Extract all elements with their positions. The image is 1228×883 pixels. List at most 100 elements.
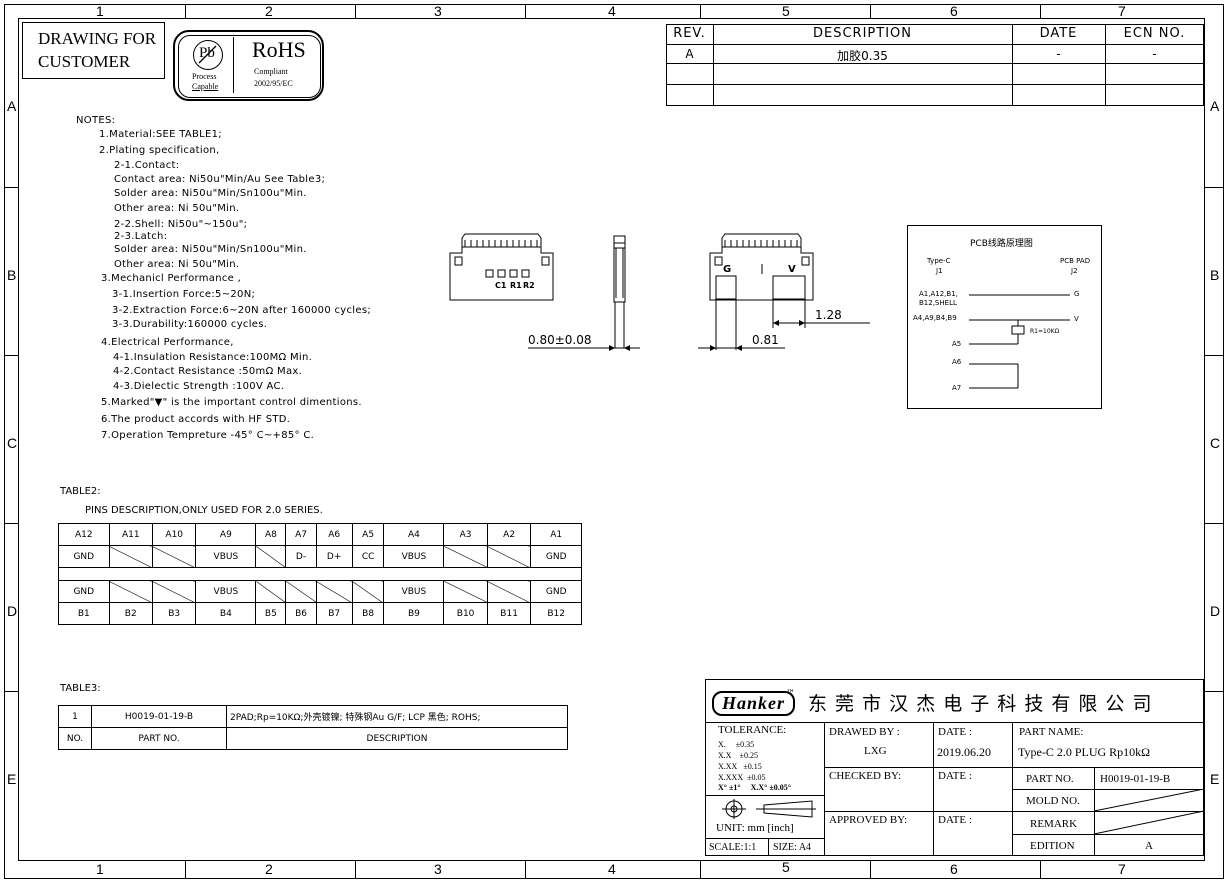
schematic-pin-a1: A1,A12,B1, [919,290,958,298]
zone-col-5-top: 5 [782,3,790,19]
checked-date-label: DATE : [938,770,972,782]
schematic-title: PCB线路原理图 [970,239,1033,249]
table-cell-empty [486,545,532,568]
part-no-label: PART NO. [1026,773,1074,785]
table-cell-empty [315,580,353,603]
tolerance-line: X.XXX ±0.05 [718,773,766,782]
company-name: 东 莞 市 汉 杰 电 子 科 技 有 限 公 司 [808,693,1153,715]
table-cell: B8 [351,602,385,625]
table-cell: A12 [58,523,110,546]
note-line: Solder area: Ni50u"Min/Sn100u"Min. [114,244,307,255]
mold-no-label: MOLD NO. [1026,795,1080,807]
drawn-by-value: LXG [864,745,887,757]
table-cell: A5 [351,523,385,546]
note-line: Other area: Ni 50u"Min. [114,203,240,214]
note-line: 3-3.Durability:160000 cycles. [112,319,268,330]
pb-text-2: Capable [192,82,219,91]
trademark: ™ [786,689,795,699]
table-spacer-row [58,567,582,581]
note-line: 3-1.Insertion Force:5~20N; [112,289,256,300]
schematic-net-g: G [1074,290,1080,298]
zone-row-b-left: B [7,267,17,283]
rohs-logo: RoHS [252,37,306,62]
part-name-label: PART NAME: [1019,726,1084,738]
table-cell: VBUS [383,580,445,603]
table-row: GND VBUS VBUS GND [58,580,582,603]
tolerance-line: X.XX ±0.15 [718,762,762,771]
edition-label: EDITION [1030,840,1075,852]
table-cell: A10 [151,523,197,546]
size-label: SIZE: A4 [773,842,812,853]
approved-by-label: APPROVED BY: [829,814,908,826]
rev-row-date: - [1056,47,1061,61]
table-row: B1 B2 B3 B4 B5 B6 B7 B8 B9 B10 B11 B12 [58,602,582,625]
table-cell: DESCRIPTION [226,727,568,750]
date-value: 2019.06.20 [937,745,991,759]
edition-value: A [1145,840,1153,852]
checked-by-label: CHECKED BY: [829,770,902,782]
table-cell: A11 [108,523,153,546]
scale-label: SCALE:1:1 [709,842,757,853]
table-row: NO. PART NO. DESCRIPTION [58,727,568,750]
note-line: 2-2.Shell: Ni50u"~150u"; [114,219,248,230]
rev-row-description: 加胶0.35 [837,49,888,63]
rev-row-rev: A [685,47,694,61]
rev-row-ecn: - [1152,47,1157,61]
rev-header-description: DESCRIPTION [813,26,912,41]
table-cell: B9 [383,602,445,625]
unit-label: UNIT: mm [inch] [716,822,794,834]
table-cell: A9 [195,523,257,546]
note-line: 2-1.Contact: [114,160,180,171]
schematic-j2-label: J2 [1071,267,1078,275]
table-cell: PART NO. [91,727,227,750]
schematic-j1-label: J1 [936,267,943,275]
table-cell: NO. [58,727,92,750]
table-cell-empty [255,545,287,568]
table-cell: B11 [486,602,532,625]
schematic-pin-b12: B12,SHELL [919,299,957,307]
date-label: DATE : [938,726,972,738]
table-cell: A8 [255,523,287,546]
table-cell: B4 [195,602,257,625]
tolerance-line: X. ±0.35 [718,740,755,749]
label-g: G [723,264,732,275]
note-line: 4-3.Dielectic Strength :100V AC. [113,381,285,392]
company-logo: Hanker [712,691,796,716]
note-line: 4-1.Insulation Resistance:100MΩ Min. [113,352,313,363]
zone-col-3-top: 3 [434,3,442,19]
note-line: 1.Material:SEE TABLE1; [99,129,222,140]
schematic-resistor-label: R1=10KΩ [1030,328,1060,335]
zone-row-a-right: A [1210,98,1220,114]
table-cell: A2 [486,523,532,546]
zone-col-4-top: 4 [608,3,616,19]
table-cell: H0019-01-19-B [91,705,227,728]
zone-row-a-left: A [7,98,17,114]
note-line: Other area: Ni 50u"Min. [114,259,240,270]
zone-row-d-right: D [1210,603,1221,619]
tolerance-angle: X° ±1° X.X° ±0.05° [718,783,791,792]
table-cell: B12 [530,602,582,625]
table-cell-empty [486,580,532,603]
table-cell-empty [285,580,317,603]
note-line: 2.Plating specification, [99,145,220,156]
table-cell: A3 [443,523,488,546]
table-cell: A6 [315,523,353,546]
remark-label: REMARK [1030,818,1078,830]
dim-1-28: 1.28 [815,308,842,322]
zone-col-4-bottom: 4 [608,861,616,877]
pcb-schematic-box [907,225,1102,409]
part-no-value: H0019-01-19-B [1100,773,1171,785]
pb-symbol: Pb [199,45,215,61]
table2-subtitle: PINS DESCRIPTION,ONLY USED FOR 2.0 SERIE… [85,505,323,516]
table-cell: GND [530,545,582,568]
table-cell: CC [351,545,385,568]
zone-col-7-top: 7 [1118,3,1126,19]
rev-header-ecn: ECN NO. [1123,26,1186,41]
schematic-wires [969,294,1070,389]
label-c1: C1 [495,281,507,290]
tolerance-title: TOLERANCE: [718,724,787,736]
table3-title: TABLE3: [60,683,101,694]
schematic-pin-a4: A4,A9,B4,B9 [913,314,957,322]
zone-col-5-bottom: 5 [782,859,790,875]
dim-0-80: 0.80±0.08 [528,333,592,347]
